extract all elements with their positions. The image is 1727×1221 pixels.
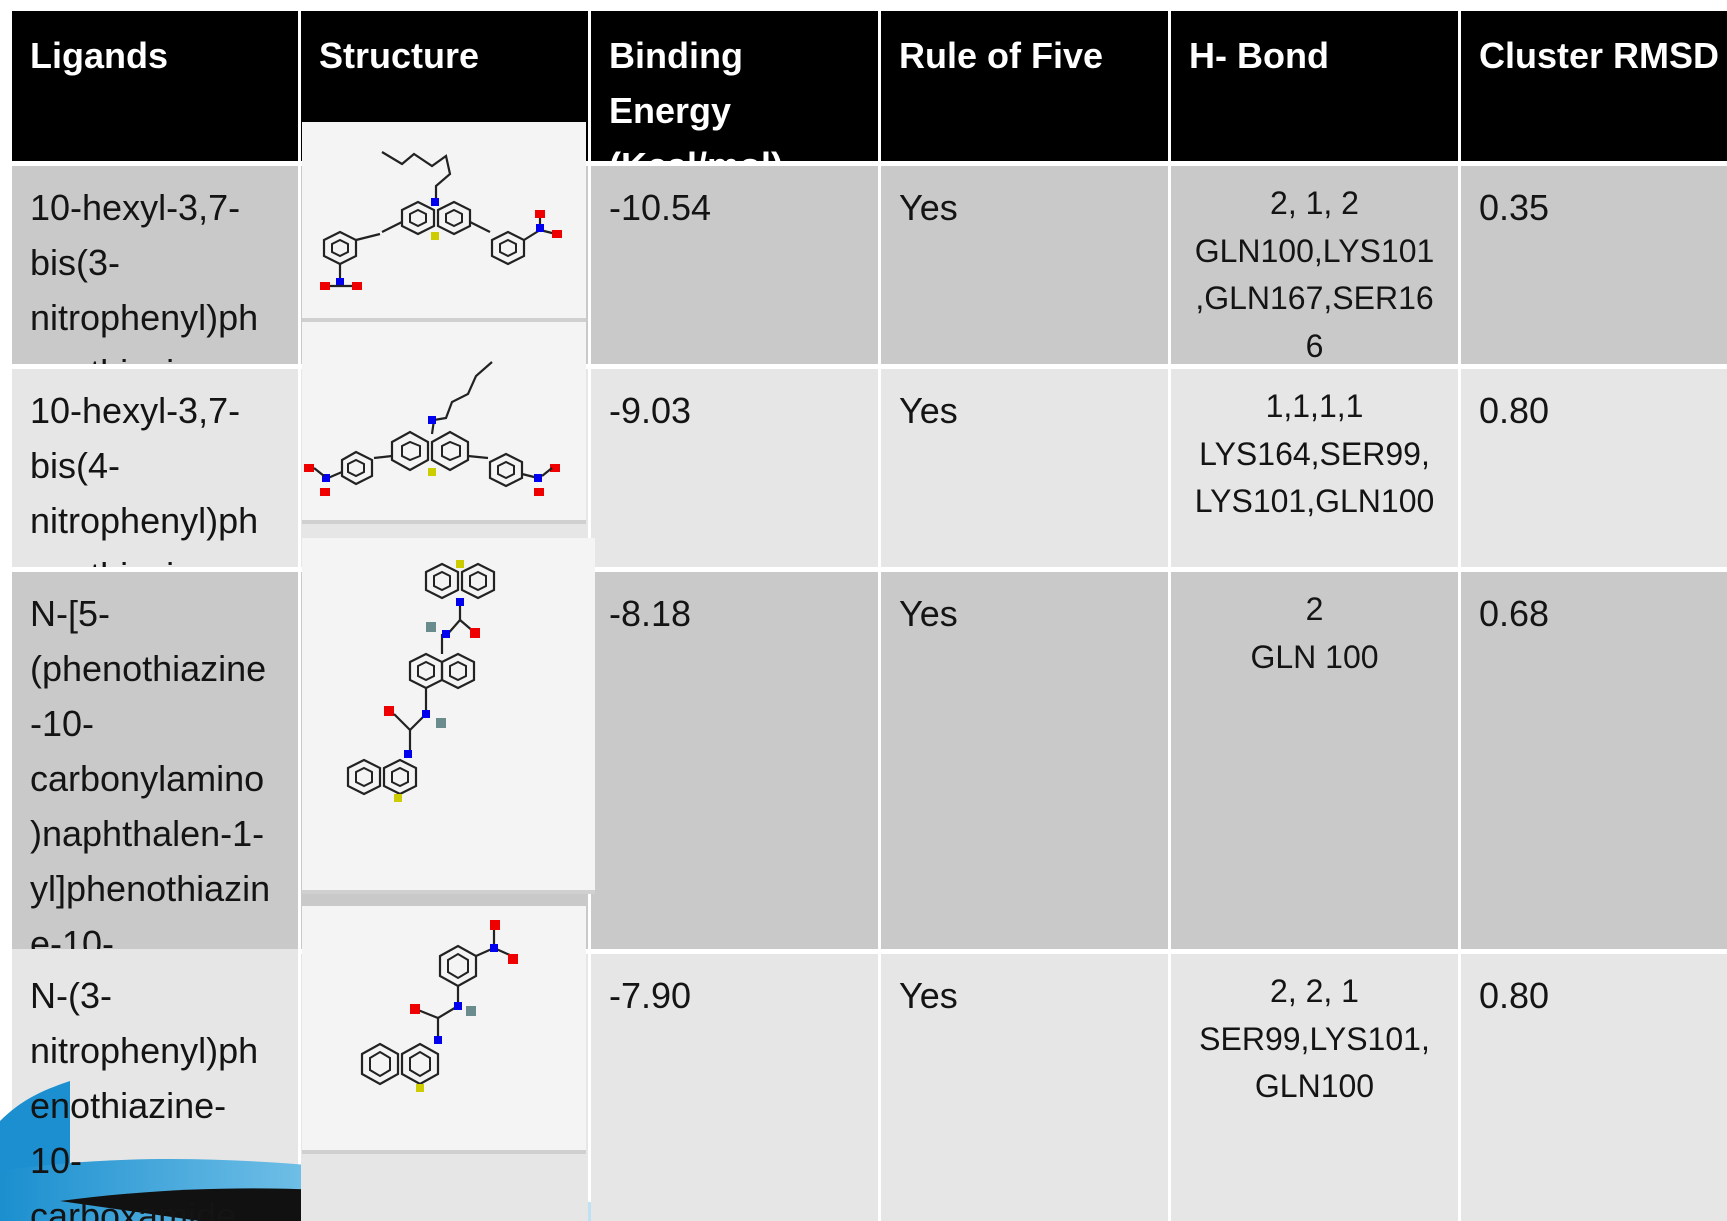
molecule-structure-3 bbox=[302, 538, 595, 894]
binding-energy-value: -7.90 bbox=[591, 954, 878, 1221]
ligand-docking-table: Ligands Structure Binding Energy (Kcal/m… bbox=[12, 11, 1727, 1221]
header-rule-of-five: Rule of Five bbox=[881, 11, 1168, 161]
binding-energy-value: -9.03 bbox=[591, 369, 878, 567]
cluster-rmsd-value: 0.35 bbox=[1461, 166, 1727, 364]
molecule-structure-2 bbox=[302, 322, 586, 524]
table-grid: Ligands Structure Binding Energy (Kcal/m… bbox=[12, 11, 1727, 1221]
molecule-structure-4 bbox=[302, 906, 586, 1154]
h-bond-counts: 2, 2, 1 bbox=[1270, 973, 1359, 1009]
h-bond-cell: 2, 1, 2 GLN100,LYS101 ,GLN167,SER16 6 bbox=[1171, 166, 1458, 364]
h-bond-residues: GLN100,LYS101 ,GLN167,SER16 6 bbox=[1194, 232, 1435, 364]
rule-of-five-value: Yes bbox=[881, 572, 1168, 949]
ligand-name: 10-hexyl-3,7- bis(3- nitrophenyl)ph enot… bbox=[12, 166, 298, 364]
cluster-rmsd-value: 0.80 bbox=[1461, 369, 1727, 567]
ligand-name: N-[5- (phenothiazine -10- carbonylamino … bbox=[12, 572, 298, 949]
h-bond-residues: GLN 100 bbox=[1250, 638, 1379, 675]
ligand-name: N-(3- nitrophenyl)ph enothiazine- 10- ca… bbox=[30, 975, 259, 1221]
h-bond-cell: 2 GLN 100 bbox=[1171, 572, 1458, 949]
rule-of-five-value: Yes bbox=[881, 954, 1168, 1221]
header-ligands: Ligands bbox=[12, 11, 298, 161]
h-bond-counts: 1,1,1,1 bbox=[1265, 388, 1364, 424]
rule-of-five-value: Yes bbox=[881, 166, 1168, 364]
ligand-name: 10-hexyl-3,7- bis(4- nitrophenyl)ph enot… bbox=[12, 369, 298, 567]
h-bond-residues: SER99,LYS101, GLN100 bbox=[1199, 1020, 1430, 1105]
binding-energy-value: -10.54 bbox=[591, 166, 878, 364]
binding-energy-value: -8.18 bbox=[591, 572, 878, 949]
h-bond-residues: LYS164,SER99, LYS101,GLN100 bbox=[1194, 435, 1435, 520]
header-cluster-rmsd: Cluster RMSD bbox=[1461, 11, 1727, 161]
molecule-structure-1 bbox=[302, 122, 586, 322]
rule-of-five-value: Yes bbox=[881, 369, 1168, 567]
h-bond-cell: 2, 2, 1 SER99,LYS101, GLN100 bbox=[1171, 954, 1458, 1221]
h-bond-cell: 1,1,1,1 LYS164,SER99, LYS101,GLN100 bbox=[1171, 369, 1458, 567]
h-bond-counts: 2 bbox=[1305, 591, 1324, 627]
cluster-rmsd-value: 0.68 bbox=[1461, 572, 1727, 949]
h-bond-counts: 2, 1, 2 bbox=[1270, 185, 1359, 221]
cluster-rmsd-value: 0.80 bbox=[1461, 954, 1727, 1221]
header-binding-energy: Binding Energy (Kcal/mol) bbox=[591, 11, 878, 161]
header-h-bond: H- Bond bbox=[1171, 11, 1458, 161]
